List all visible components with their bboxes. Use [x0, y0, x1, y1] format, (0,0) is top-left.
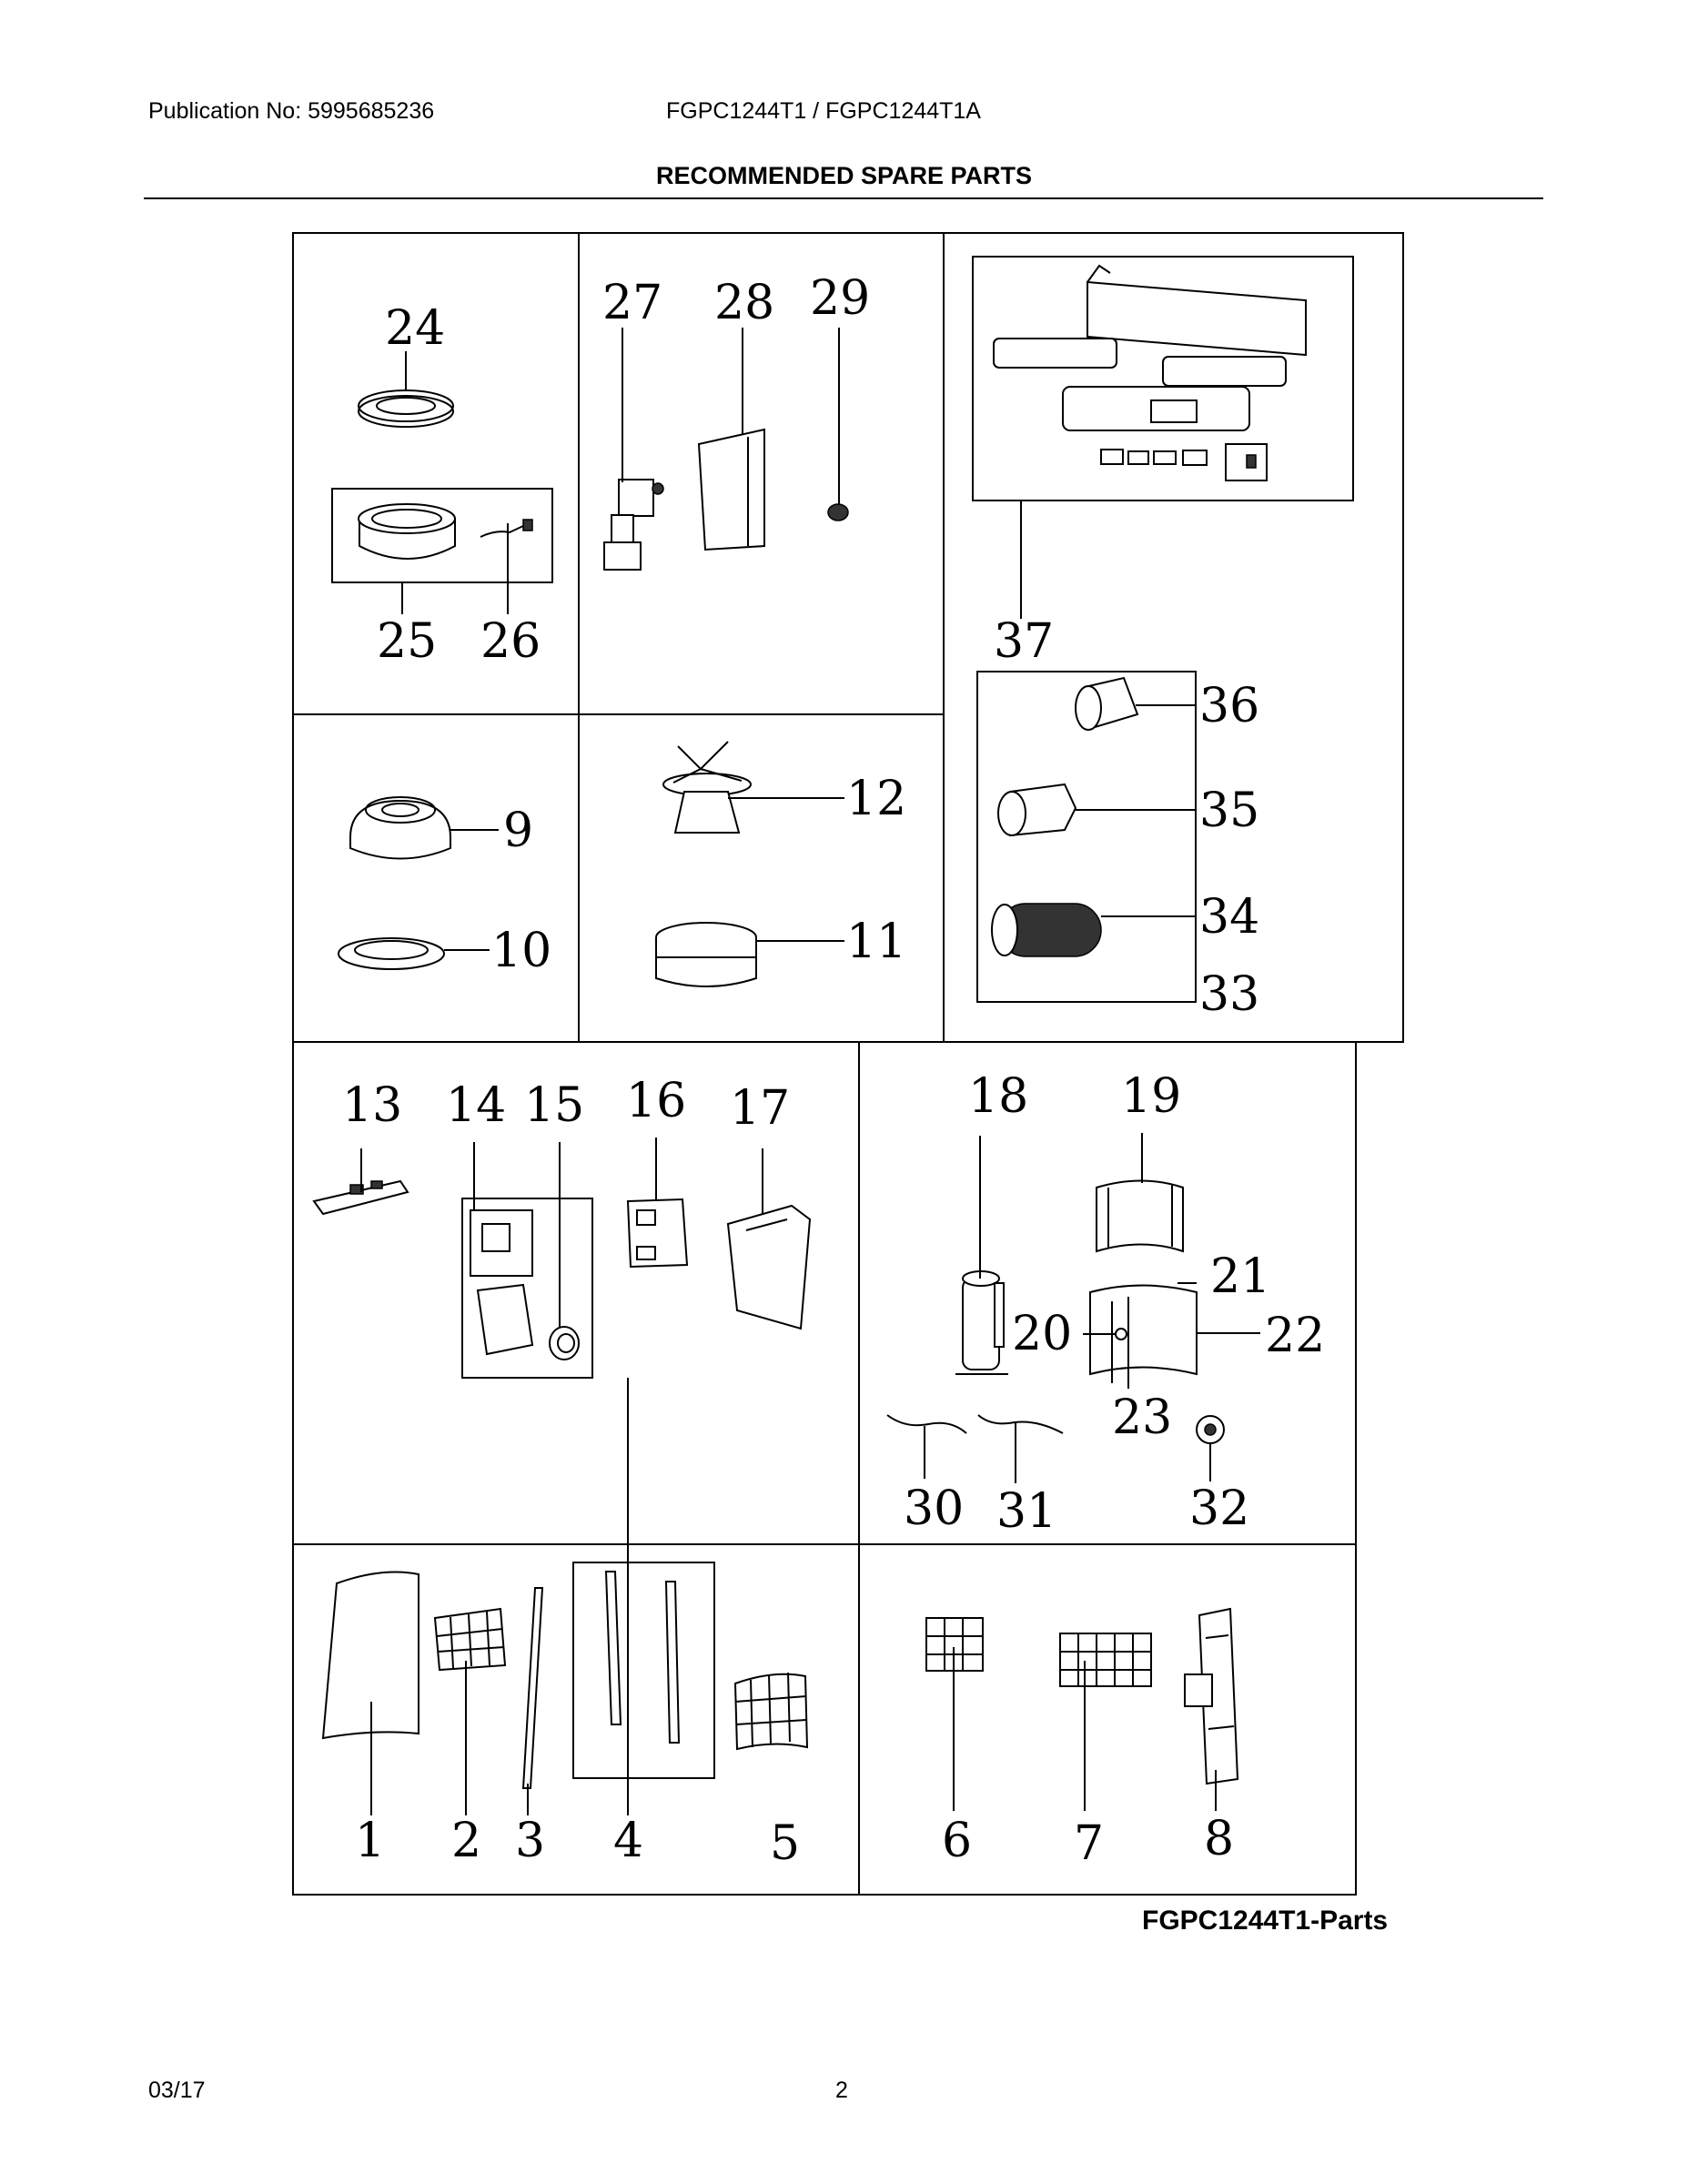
part-30-drawing: [886, 1414, 967, 1434]
part-18-drawing: [955, 1270, 1008, 1375]
part-label-29: 29: [810, 271, 870, 326]
header-rule: [144, 197, 1543, 199]
part-label-3: 3: [515, 1814, 545, 1868]
part-label-2: 2: [451, 1814, 481, 1868]
part-2-drawing: [433, 1607, 507, 1672]
part-label-36: 36: [1199, 679, 1259, 733]
part-label-31: 31: [996, 1484, 1056, 1539]
part-36-drawing: [1075, 676, 1139, 731]
part-label-12: 12: [846, 772, 906, 826]
part-1-drawing: [321, 1571, 419, 1740]
part-27-drawing: [603, 479, 664, 571]
part-label-25: 25: [377, 614, 437, 669]
part-number-labels: 24 25 26 27 28 29 37 36 35 34 33 9 10 12…: [342, 271, 1325, 1871]
part-17-drawing: [726, 1204, 812, 1330]
part-label-24: 24: [385, 301, 445, 356]
part-label-11: 11: [846, 915, 906, 969]
part-14-drawing: [470, 1209, 534, 1356]
part-32-drawing: [1196, 1415, 1225, 1444]
part-label-9: 9: [503, 804, 533, 858]
part-label-17: 17: [730, 1081, 790, 1136]
part-16-drawing: [626, 1198, 689, 1269]
part-label-32: 32: [1189, 1481, 1249, 1536]
part-8-drawing: [1184, 1607, 1239, 1785]
part-label-20: 20: [1012, 1307, 1072, 1361]
part-10-drawing: [338, 937, 445, 970]
part-12-drawing: [662, 741, 752, 834]
part-label-15: 15: [524, 1078, 584, 1133]
part-label-35: 35: [1199, 784, 1259, 838]
part-15-drawing: [549, 1326, 580, 1360]
part-label-37: 37: [994, 614, 1054, 669]
part-label-30: 30: [904, 1481, 964, 1536]
part-label-16: 16: [626, 1074, 686, 1128]
part-label-27: 27: [602, 276, 662, 330]
part-label-7: 7: [1074, 1816, 1104, 1871]
part-label-21: 21: [1210, 1249, 1270, 1304]
part-19-drawing: [1096, 1179, 1184, 1253]
part-11-drawing: [655, 922, 757, 987]
part-31-drawing: [977, 1414, 1064, 1434]
model-numbers: FGPC1244T1 / FGPC1244T1A: [666, 98, 981, 124]
footer-date: 03/17: [148, 2078, 206, 2103]
part-34-drawing: [991, 903, 1102, 957]
part-4-drawing: [604, 1571, 681, 1744]
part-label-34: 34: [1199, 890, 1259, 945]
part-35-drawing: [997, 783, 1077, 837]
part-37-drawing: [993, 264, 1307, 481]
publication-number: Publication No: 5995685236: [148, 98, 435, 124]
part-label-8: 8: [1204, 1812, 1234, 1866]
part-label-13: 13: [342, 1078, 402, 1133]
diagram-frames: [292, 232, 1404, 1896]
part-26-drawing: [480, 519, 533, 538]
part-5-drawing: [733, 1672, 809, 1751]
part-3-drawing: [521, 1587, 544, 1789]
part-label-22: 22: [1265, 1309, 1325, 1363]
part-label-14: 14: [446, 1078, 506, 1133]
part-label-10: 10: [491, 924, 551, 978]
part-label-19: 19: [1121, 1069, 1181, 1124]
diagram-caption: FGPC1244T1-Parts: [1142, 1906, 1389, 1936]
part-24-drawing: [358, 389, 454, 428]
part-9-drawing: [349, 796, 451, 860]
page-title: RECOMMENDED SPARE PARTS: [655, 162, 1033, 189]
part-label-28: 28: [714, 276, 774, 330]
part-label-5: 5: [770, 1816, 800, 1871]
part-label-18: 18: [968, 1069, 1028, 1124]
part-label-33: 33: [1199, 967, 1259, 1022]
part-29-drawing: [827, 503, 849, 521]
part-label-23: 23: [1112, 1390, 1172, 1445]
leader-lines: [360, 328, 1260, 1815]
page-number: 2: [835, 2078, 848, 2103]
part-label-6: 6: [942, 1814, 972, 1868]
part-7-drawing: [1059, 1633, 1152, 1687]
part-25-drawing: [358, 503, 456, 560]
part-28-drawing: [697, 428, 765, 551]
part-13-drawing: [312, 1179, 409, 1216]
part-label-26: 26: [480, 614, 541, 669]
part-label-4: 4: [613, 1814, 643, 1868]
part-label-1: 1: [355, 1814, 385, 1868]
